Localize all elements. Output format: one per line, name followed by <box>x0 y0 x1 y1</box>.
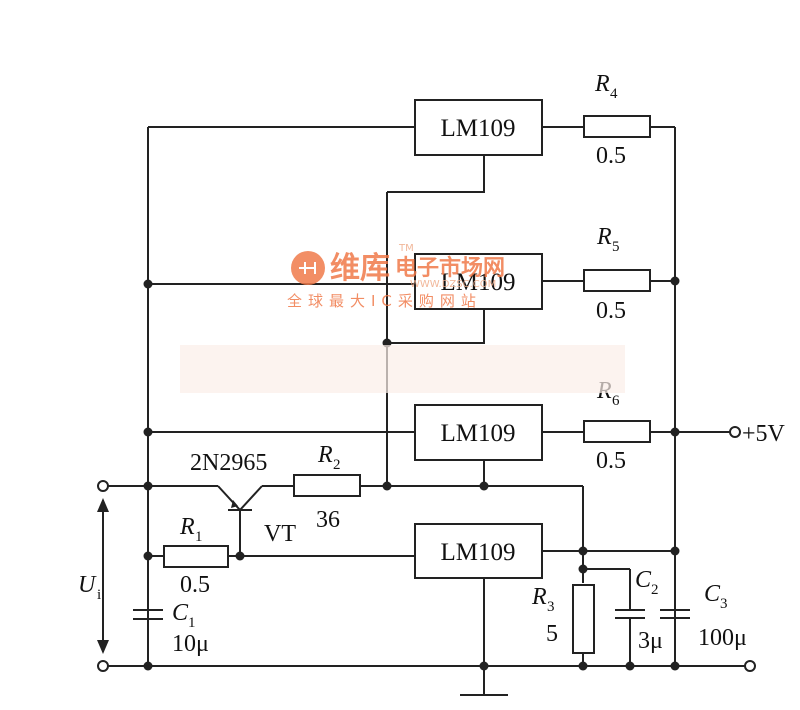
r3-sub: 3 <box>547 599 555 615</box>
r2-sub: 2 <box>333 457 341 473</box>
ground-terminal <box>744 660 756 672</box>
input-terminal-top <box>97 480 109 492</box>
transistor-part: 2N2965 <box>190 450 267 476</box>
regulator-4-label: LM109 <box>441 539 516 566</box>
c2-sub: 2 <box>651 582 659 598</box>
r5-sub: 5 <box>612 239 620 255</box>
resistor-r4: R 4 0.5 <box>583 71 651 169</box>
arrow-up-icon <box>97 498 109 512</box>
r3-value: 5 <box>546 621 558 647</box>
arrow-down-icon <box>97 640 109 654</box>
capacitor-c2: C 2 3μ <box>615 567 663 654</box>
junctions <box>143 276 680 671</box>
output-port: +5V <box>729 421 786 672</box>
regulator-2-label: LM109 <box>441 269 516 296</box>
watermark-url: WWW.DZSC.COM <box>410 279 496 290</box>
r1-value: 0.5 <box>180 572 210 598</box>
input-sub: i <box>97 587 101 603</box>
c3-sub: 3 <box>720 596 728 612</box>
input-terminal-bottom <box>97 660 109 672</box>
watermark-sub: 全球最大IC采购网站 <box>287 292 482 310</box>
r5-name: R <box>596 224 612 250</box>
resistor-r2: R 2 36 <box>293 442 361 533</box>
r3-name: R <box>531 584 547 610</box>
c3-value: 100μ <box>698 625 747 651</box>
output-label: +5V <box>742 421 786 447</box>
r6-sub: 6 <box>612 393 620 409</box>
watermark: 维库 TM 电子市场网 WWW.DZSC.COM 全球最大IC采购网站 <box>180 243 625 393</box>
input-port: U i <box>78 480 109 672</box>
resistor-r6: R 6 0.5 <box>583 378 651 474</box>
regulator-1-label: LM109 <box>441 115 516 142</box>
r2-name: R <box>317 442 333 468</box>
regulator-3: LM109 <box>414 404 543 461</box>
regulator-3-label: LM109 <box>441 420 516 447</box>
output-terminal <box>729 426 741 438</box>
r4-sub: 4 <box>610 86 618 102</box>
regulator-2: LM109 <box>414 253 543 310</box>
regulator-1: LM109 <box>414 99 543 156</box>
watermark-logo-icon <box>291 251 325 285</box>
watermark-main: 维库 <box>330 251 390 286</box>
regulator-4: LM109 <box>414 523 543 579</box>
c2-name: C <box>635 567 652 593</box>
resistor-r3: R 3 5 <box>531 584 595 654</box>
transistor-ref: VT <box>264 521 296 547</box>
r4-name: R <box>594 71 610 97</box>
r6-value: 0.5 <box>596 448 626 474</box>
resistor-r5: R 5 0.5 <box>583 224 651 324</box>
emitter-arrow-icon <box>231 500 238 508</box>
c3-name: C <box>704 581 721 607</box>
c2-value: 3μ <box>638 628 663 654</box>
r5-value: 0.5 <box>596 298 626 324</box>
wires <box>103 126 745 696</box>
c1-sub: 1 <box>188 615 196 631</box>
r1-name: R <box>179 514 195 540</box>
r2-value: 36 <box>316 507 340 533</box>
watermark-en: 电子市场网 <box>395 255 505 281</box>
capacitor-c3: C 3 100μ <box>660 581 747 666</box>
c1-name: C <box>172 600 189 626</box>
watermark-band <box>180 345 625 393</box>
resistor-r1: R 1 0.5 <box>163 514 229 598</box>
c1-value: 10μ <box>172 631 209 657</box>
capacitor-c1: C 1 10μ <box>133 600 209 666</box>
input-name: U <box>78 572 97 598</box>
r4-value: 0.5 <box>596 143 626 169</box>
watermark-tm: TM <box>398 243 414 254</box>
transistor-vt: 2N2965 VT <box>190 450 296 547</box>
r1-sub: 1 <box>195 529 203 545</box>
